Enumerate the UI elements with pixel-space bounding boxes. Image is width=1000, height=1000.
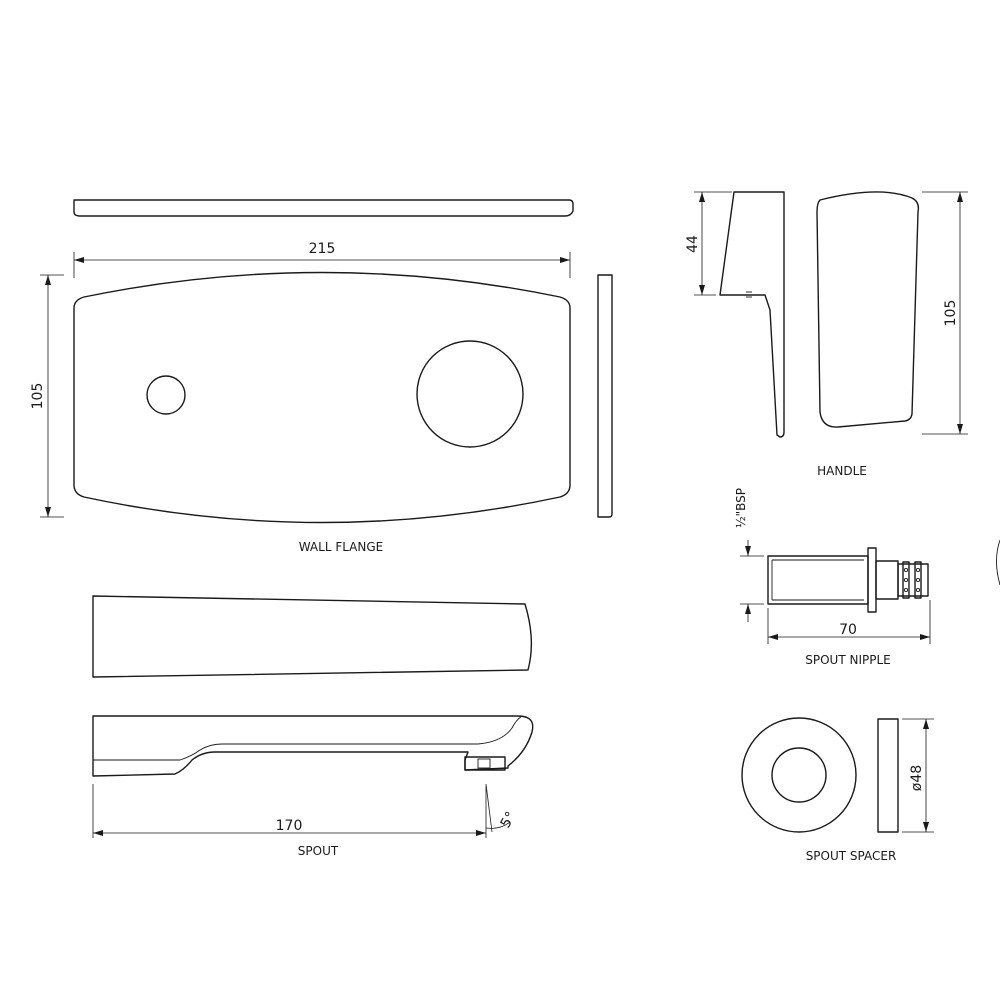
- dim-spacer-diameter: ø48: [909, 765, 925, 791]
- handle-front-view: [816, 191, 920, 428]
- wall-flange-large-hole: [416, 340, 524, 448]
- nipple-body: [767, 555, 869, 605]
- dim-nipple-thread: ½"BSP: [734, 488, 748, 528]
- label-spout: SPOUT: [298, 844, 339, 858]
- wall-flange-top-view: [73, 199, 574, 217]
- wall-flange-small-hole: [146, 375, 186, 415]
- spacer-inner-hole: [771, 747, 827, 803]
- label-handle: HANDLE: [817, 464, 867, 478]
- handle-side-view: [719, 191, 785, 438]
- spout-nipple-group: ½"BSP 70 SPOUT NIPPLE: [734, 488, 931, 667]
- spacer-outer-ring: [741, 717, 857, 833]
- spout-group: 170 5° SPOUT: [92, 595, 534, 858]
- handle-group: 44 105 HANDLE: [685, 191, 968, 478]
- dim-handle-depth: 44: [685, 235, 701, 253]
- dim-handle-height: 105: [943, 300, 959, 327]
- dim-flange-height: 105: [30, 383, 46, 410]
- dim-spout-angle: 5°: [498, 809, 520, 831]
- label-spout-spacer: SPOUT SPACER: [806, 849, 897, 863]
- dim-nipple-length: 70: [839, 622, 857, 638]
- spout-spacer-group: ø48 SPOUT SPACER: [741, 717, 934, 863]
- wall-flange-front-view: [73, 271, 571, 524]
- dim-spout-length: 170: [276, 818, 303, 834]
- wall-flange-side-view: [597, 274, 613, 518]
- wall-flange-group: 215 105 WALL FLANGE: [30, 199, 613, 554]
- nipple-collar: [867, 547, 877, 613]
- label-spout-nipple: SPOUT NIPPLE: [805, 653, 890, 667]
- spout-side-view: [92, 715, 534, 777]
- nipple-oring-end: [897, 563, 929, 597]
- label-wall-flange: WALL FLANGE: [299, 540, 384, 554]
- spout-top-view: [92, 595, 533, 678]
- dim-flange-width: 215: [309, 241, 336, 257]
- spacer-side-view: [877, 718, 899, 833]
